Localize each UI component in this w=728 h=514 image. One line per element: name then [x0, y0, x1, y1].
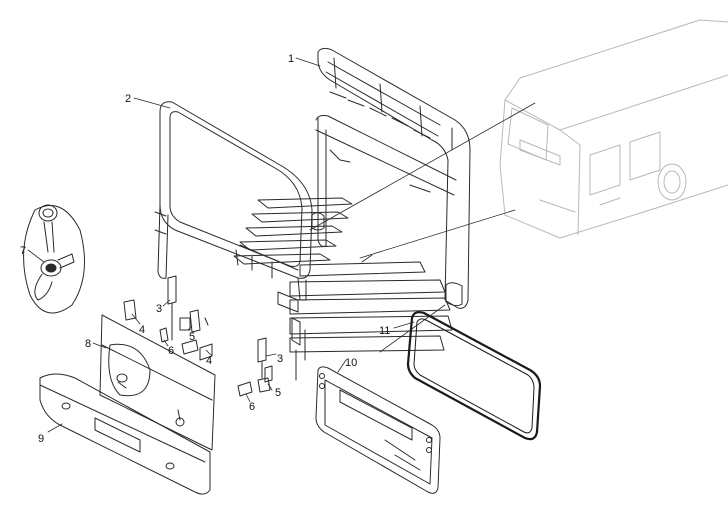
callout-1: 1 [288, 53, 294, 65]
callout-10: 10 [345, 357, 357, 369]
callout-3b: 3 [277, 353, 283, 365]
callout-leaders [27, 57, 415, 433]
rear-engine-door-panel [99, 314, 216, 451]
hardware-set-right [237, 337, 273, 397]
callout-6: 6 [168, 345, 174, 357]
leader-lines [309, 102, 536, 353]
callout-11: 11 [379, 325, 390, 337]
callout-7: 7 [20, 245, 26, 257]
window-seal [406, 311, 542, 441]
callout-5: 5 [189, 331, 195, 343]
schematic-arrows [233, 197, 453, 353]
callout-2: 2 [125, 93, 131, 105]
callout-4: 4 [139, 324, 145, 336]
callout-3: 3 [156, 303, 162, 315]
callout-9: 9 [38, 433, 44, 445]
callout-8: 8 [85, 338, 91, 350]
callout-labels: 1 2 3 4 5 6 4 7 8 3 5 6 9 10 11 [20, 53, 390, 445]
callout-5b: 5 [275, 387, 281, 399]
rear-window-glass [315, 366, 441, 494]
rear-bumper [39, 373, 211, 495]
lock-handle-detail [23, 204, 85, 314]
roof-ladder-frame [311, 47, 471, 309]
callout-6b: 6 [249, 401, 255, 413]
callout-4b: 4 [206, 355, 212, 367]
bus-outline [499, 19, 728, 239]
